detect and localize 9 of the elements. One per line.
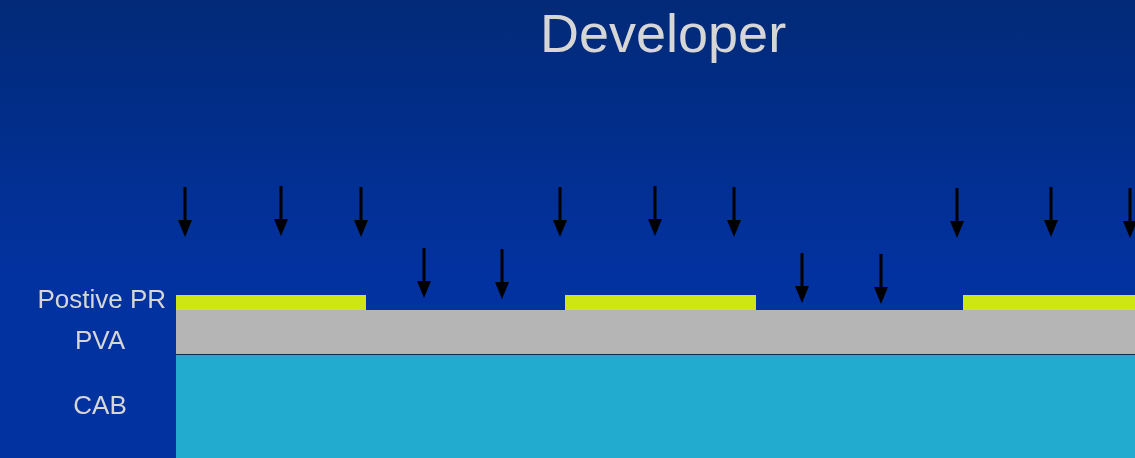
layer-bar (963, 295, 1135, 310)
layer-bar (565, 295, 756, 310)
title: Developer (540, 2, 787, 64)
layer-bar (176, 310, 1135, 355)
layer-label: PVA (73, 325, 127, 356)
layer-bar (176, 355, 1135, 458)
layer-label: Postive PR (36, 284, 166, 315)
layer-bar (176, 295, 366, 310)
layer-label: CAB (72, 390, 128, 421)
